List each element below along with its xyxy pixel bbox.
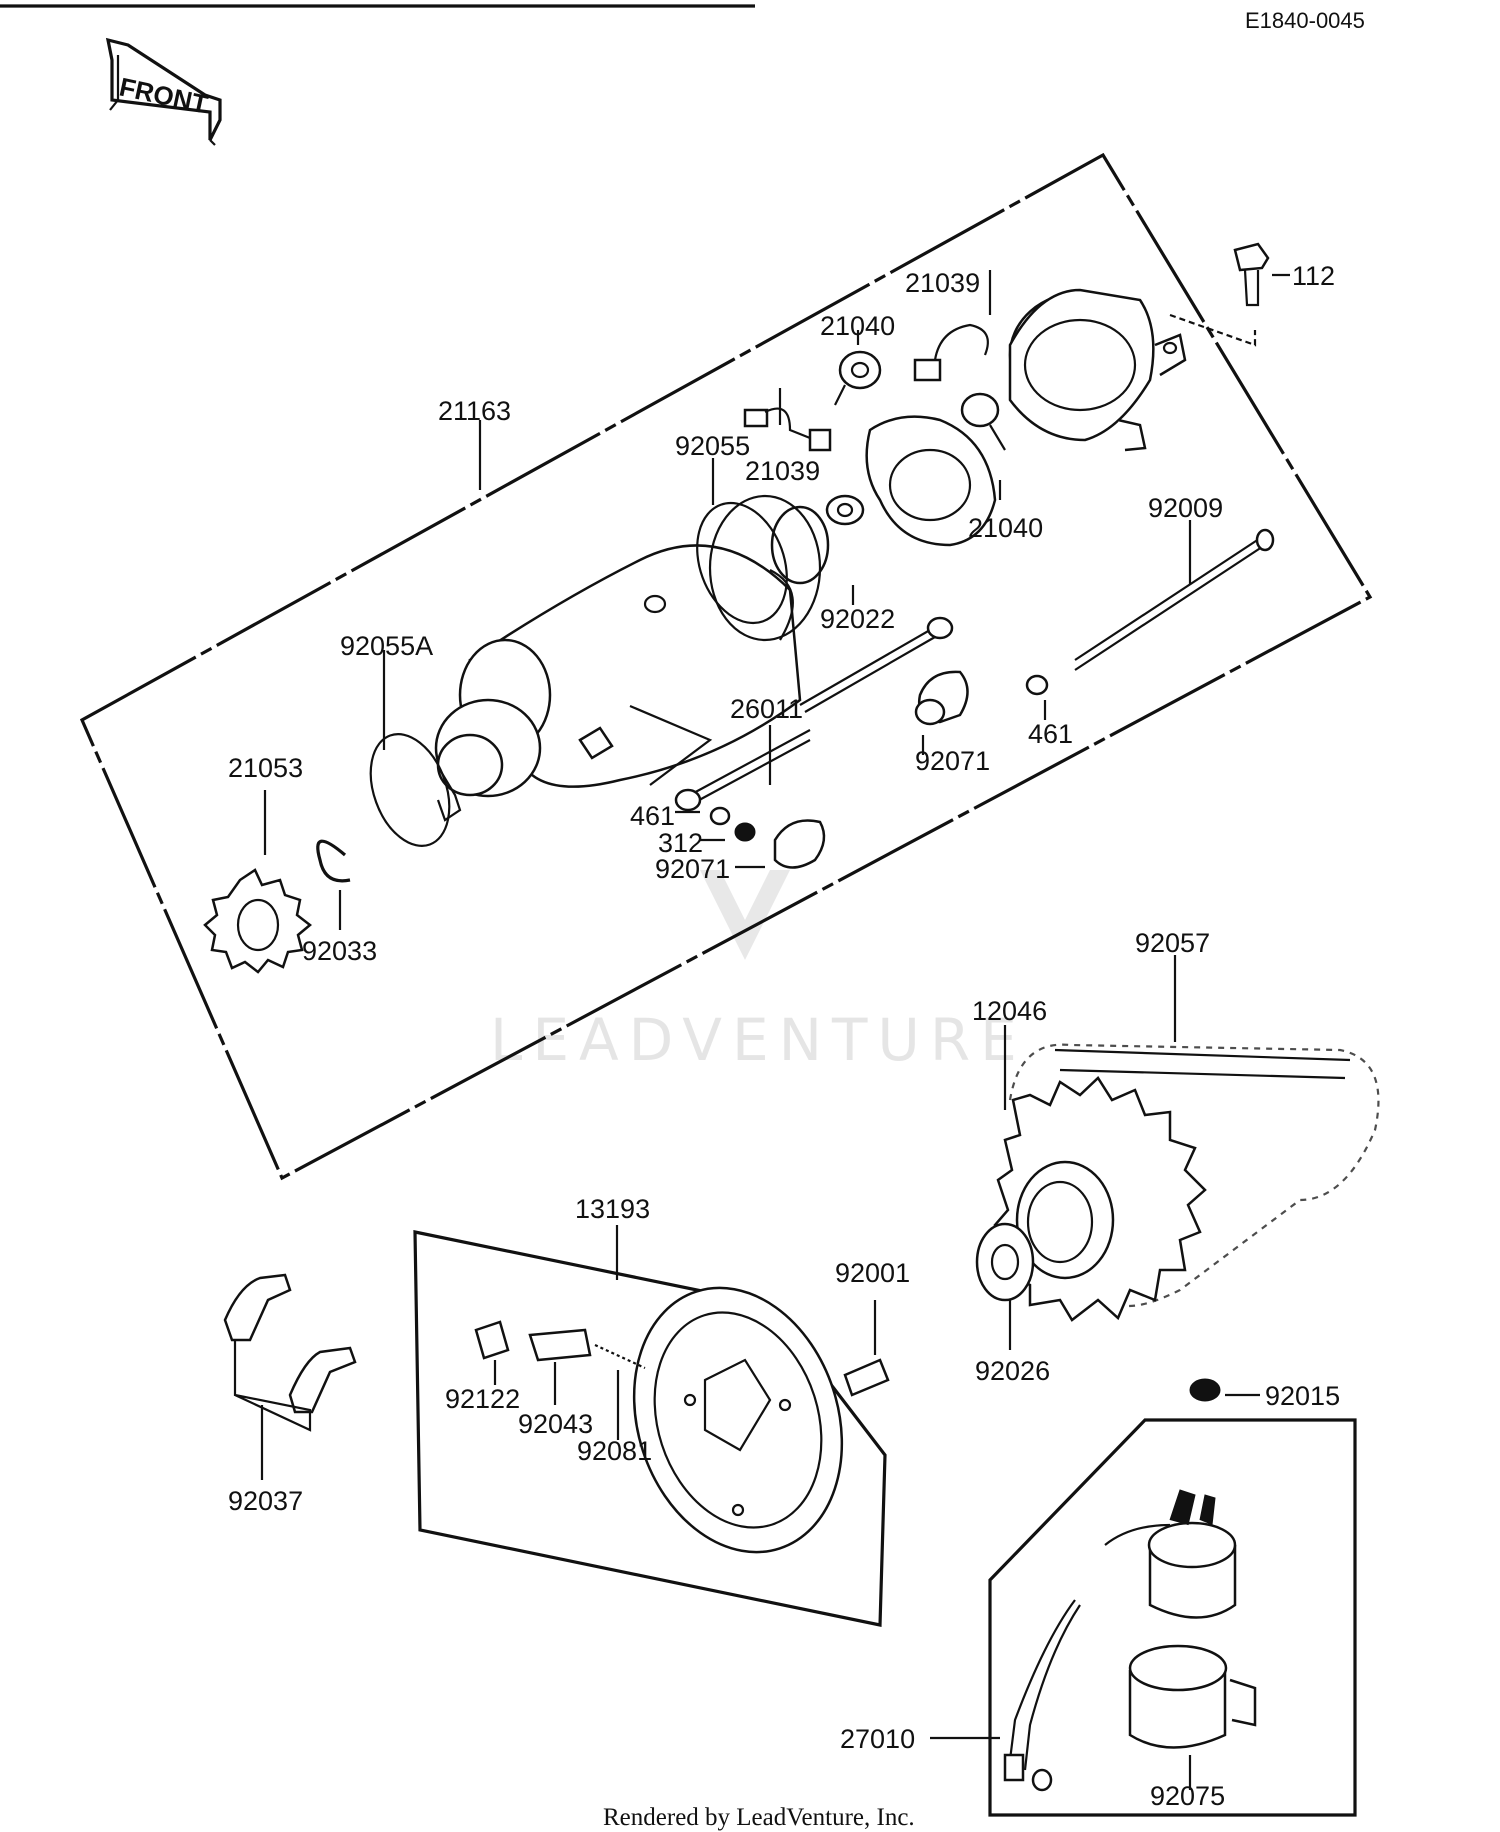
callout-92037: 92037	[228, 1486, 303, 1516]
callout-27010: 27010	[840, 1724, 915, 1754]
o-ring-92055A	[369, 733, 451, 847]
leader-lines-upper	[263, 270, 1290, 930]
solenoid-assembly-frame	[988, 1418, 1357, 1817]
bolt-112-icon	[1169, 242, 1270, 347]
callout-461b: 461	[630, 801, 675, 831]
starter-clutch-icon	[632, 1286, 844, 1554]
callout-92057: 92057	[1135, 928, 1210, 958]
solenoid-relay-icon	[1003, 1489, 1237, 1792]
callout-21039a: 21039	[905, 268, 980, 298]
callout-21163: 21163	[438, 396, 511, 426]
callout-92001: 92001	[835, 1258, 910, 1288]
callout-92009: 92009	[1148, 493, 1223, 523]
callout-92033: 92033	[302, 936, 377, 966]
watermark-text: LEADVENTURE	[490, 1006, 1027, 1074]
diagram-code: E1840-0045	[1245, 8, 1365, 33]
through-bolt-icon	[1025, 528, 1275, 696]
starter-assembly-frame	[79, 152, 1373, 1181]
rubber-boot-icon	[1128, 1644, 1257, 1790]
brush-plate	[865, 415, 997, 547]
end-cover	[1008, 288, 1187, 452]
chain-sprocket-group	[975, 955, 1380, 1350]
callout-labels: 112 21039 21040 21163 92055 21039 21040 …	[228, 261, 1340, 1811]
callout-92026: 92026	[975, 1356, 1050, 1386]
pinion-gear-icon	[203, 868, 312, 974]
callout-312: 312	[658, 828, 703, 858]
callout-461a: 461	[1028, 719, 1073, 749]
callout-92122: 92122	[445, 1384, 520, 1414]
callout-92055: 92055	[675, 431, 750, 461]
watermark: LEADVENTURE	[490, 870, 1027, 1074]
callout-92071a: 92071	[915, 746, 990, 776]
callout-21039b: 21039	[745, 456, 820, 486]
front-label: FRONT	[117, 72, 211, 120]
front-arrow-icon: FRONT	[105, 37, 222, 146]
callout-12046: 12046	[972, 996, 1047, 1026]
starter-motor-body	[434, 544, 802, 822]
callout-92075: 92075	[1150, 1781, 1225, 1811]
callout-92015: 92015	[1265, 1381, 1340, 1411]
callout-21040b: 21040	[968, 513, 1043, 543]
callout-26011: 26011	[730, 694, 803, 724]
callout-112: 112	[1292, 261, 1335, 291]
roller-icon	[474, 1300, 890, 1440]
brush-holder-icon	[743, 323, 1006, 452]
callout-21040a: 21040	[820, 311, 895, 341]
callout-21053: 21053	[228, 753, 303, 783]
callout-92043: 92043	[518, 1409, 593, 1439]
terminal-cap-icon	[709, 670, 969, 869]
footer-credit: Rendered by LeadVenture, Inc.	[603, 1804, 915, 1831]
nut-92015-icon	[1189, 1378, 1260, 1402]
terminal-lead-icon	[629, 616, 954, 812]
callout-92081: 92081	[577, 1436, 652, 1466]
clamp-icon	[223, 1273, 357, 1480]
o-ring-92055	[696, 501, 788, 625]
callout-92055A: 92055A	[340, 631, 433, 661]
callout-92071b: 92071	[655, 854, 730, 884]
callout-13193: 13193	[575, 1194, 650, 1224]
circlip-icon	[316, 839, 351, 883]
callout-92022: 92022	[820, 604, 895, 634]
